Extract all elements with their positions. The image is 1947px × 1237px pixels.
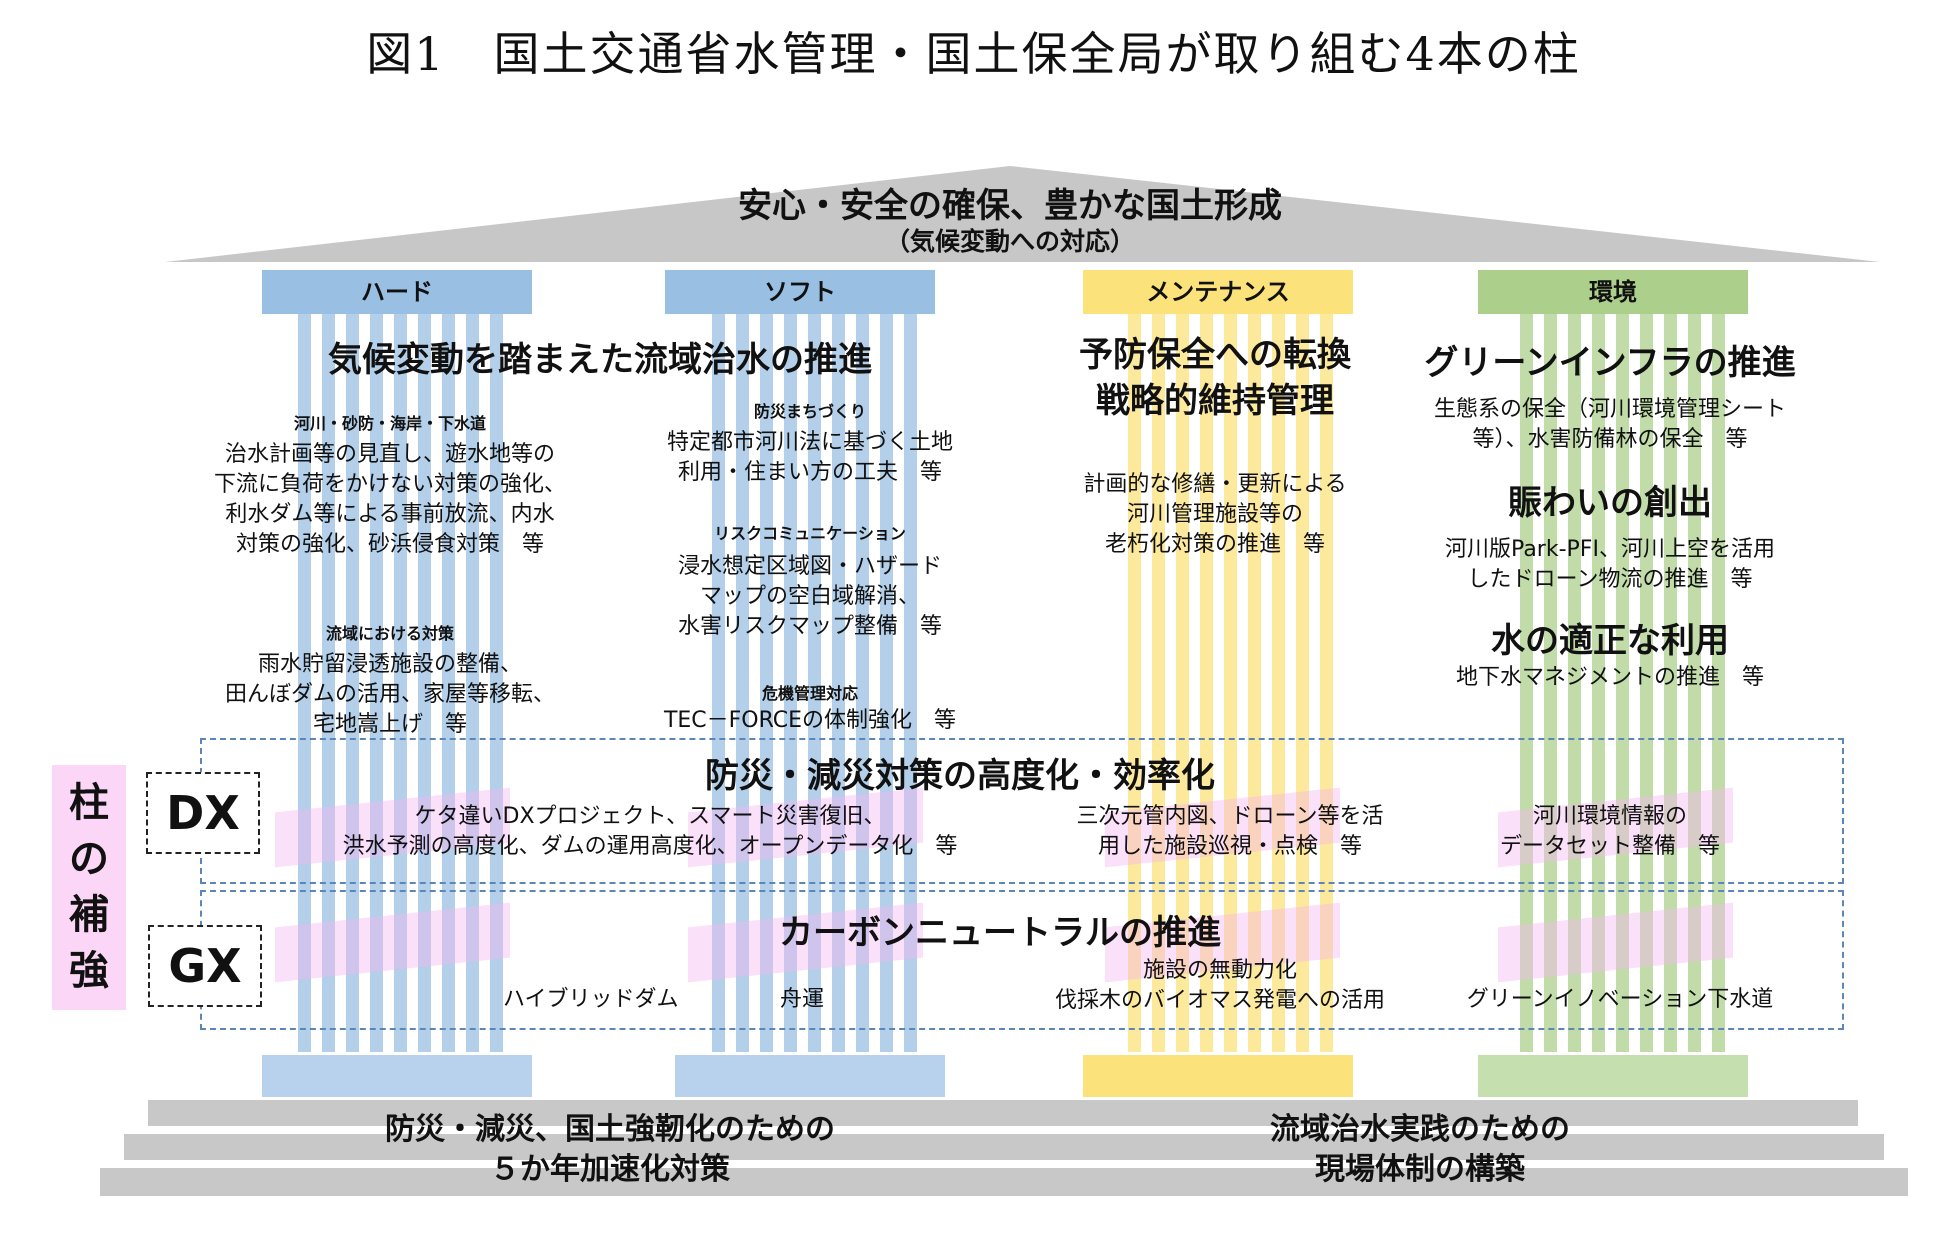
environment-heading-1: グリーンインフラの推進 [1424, 343, 1796, 383]
pillar-header-maintenance: メンテナンス [1083, 270, 1353, 314]
soft-sec1-title: 防災まちづくり [753, 402, 866, 421]
gx-mid-body: 施設の無動力化伐採木のバイオマス発電への活用 [1054, 958, 1385, 1013]
dx-right-body: 河川環境情報のデータセット整備 等 [1499, 804, 1720, 859]
pillar-base-environment [1478, 1055, 1748, 1097]
foundation-step-1 [148, 1100, 1858, 1126]
dx-mid-body: 三次元管内図、ドローン等を活用した施設巡視・点検 等 [1076, 804, 1384, 859]
environment-heading-3: 水の適正な利用 [1491, 621, 1729, 661]
reinforce-label: 柱の 補強 [52, 765, 126, 1010]
roof-title: 安心・安全の確保、豊かな国土形成 [738, 186, 1282, 226]
hard-soft-heading: 気候変動を踏まえた流域治水の推進 [328, 340, 872, 380]
pillar-soft-stripes [704, 312, 919, 1052]
environment-heading-2: 賑わいの創出 [1508, 483, 1712, 523]
environment-body-3: 地下水マネジメントの推進 等 [1455, 665, 1764, 690]
environment-body-2: 河川版Park-PFI、河川上空を活用したドローン物流の推進 等 [1445, 537, 1775, 592]
gx-item-ship: 舟運 [780, 987, 825, 1012]
soft-sec2-title: リスクコミュニケーション [714, 524, 906, 543]
hard-sec1-body: 治水計画等の見直し、遊水地等の下流に負荷をかけない対策の強化、 利水ダム等による… [213, 442, 566, 557]
pillar-environment-stripes [1512, 312, 1727, 1052]
dx-heading: 防災・減災対策の高度化・効率化 [705, 756, 1215, 796]
soft-sec1-body: 特定都市河川法に基づく土地利用・住まい方の工夫 等 [666, 430, 953, 485]
pillar-header-environment: 環境 [1478, 270, 1748, 314]
hard-sec2-body: 雨水貯留浸透施設の整備、田んぼダムの活用、家屋等移転、 宅地嵩上げ 等 [224, 652, 555, 737]
figure-title: 図1 国土交通省水管理・国土保全局が取り組む4本の柱 [366, 27, 1581, 81]
hard-sec2-title: 流域における対策 [325, 624, 454, 643]
maintenance-heading: 予防保全への転換戦略的維持管理 [1079, 335, 1351, 421]
hard-sec1-title: 河川・砂防・海岸・下水道 [293, 414, 486, 433]
environment-body-1: 生態系の保全（河川環境管理シート等）、水害防備林の保全 等 [1433, 397, 1786, 452]
dx-left-body: ケタ違いDXプロジェクト、スマート災害復旧、洪水予測の高度化、ダムの運用高度化、… [342, 804, 958, 859]
gx-item-hybrid-dam: ハイブリッドダム [503, 987, 679, 1012]
soft-sec2-body: 浸水想定区域図・ハザードマップの空白域解消、 水害リスクマップ整備 等 [677, 554, 942, 639]
pillar-maintenance-stripes [1120, 312, 1335, 1052]
pillar-base-maintenance [1083, 1055, 1353, 1097]
maintenance-body: 計画的な修繕・更新による河川管理施設等の 老朽化対策の推進 等 [1083, 472, 1347, 557]
soft-sec3-body: TEC－FORCEの体制強化 等 [663, 708, 957, 733]
pillar-hard-stripes [290, 312, 505, 1052]
pillar-base-soft [675, 1055, 945, 1097]
dx-label: DX [146, 772, 260, 854]
gx-heading: カーボンニュートラルの推進 [779, 913, 1221, 953]
foundation-step-2 [124, 1134, 1884, 1160]
pillar-header-hard: ハード [262, 270, 532, 314]
roof-subtitle: （気候変動への対応） [884, 227, 1135, 256]
pillar-base-hard [262, 1055, 532, 1097]
soft-sec3-title: 危機管理対応 [761, 684, 858, 703]
gx-right-body: グリーンイノベーション下水道 [1466, 987, 1774, 1012]
gx-label: GX [148, 925, 262, 1007]
foundation-right-text: 流域治水実践のための現場体制の構築 [1270, 1112, 1570, 1187]
pillar-header-soft: ソフト [665, 270, 935, 314]
foundation-step-3 [100, 1168, 1908, 1196]
